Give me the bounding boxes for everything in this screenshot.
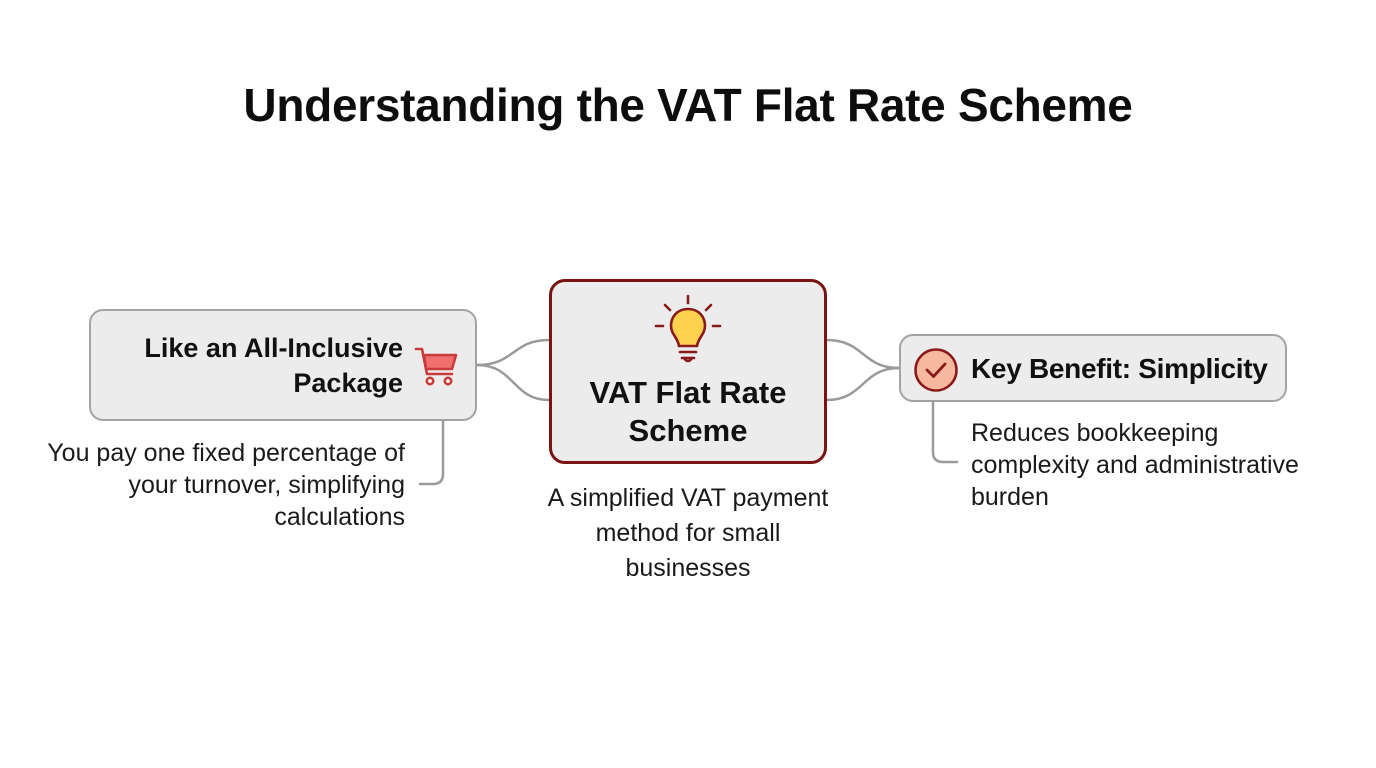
node-vat-flat-rate-scheme: VAT Flat Rate Scheme (549, 279, 827, 464)
connector-right-upper (825, 338, 901, 370)
node-center-description: A simplified VAT payment method for smal… (547, 484, 829, 582)
node-key-benefit-simplicity: Key Benefit: Simplicity (899, 334, 1287, 402)
node-right-label: Key Benefit: Simplicity (971, 353, 1268, 384)
connector-left-lower (475, 363, 551, 402)
connector-right-lower (825, 366, 901, 402)
connector-left-desc (418, 419, 445, 486)
node-left-label: Like an All-Inclusive Package (144, 333, 403, 398)
connector-right-desc (931, 400, 959, 464)
checkmark-circle-icon (913, 347, 959, 398)
node-left-description: You pay one fixed percentage of your tur… (47, 439, 405, 531)
shopping-cart-icon (413, 343, 461, 396)
lightbulb-icon (651, 294, 725, 373)
page-title: Understanding the VAT Flat Rate Scheme (243, 79, 1133, 131)
node-center-label: VAT Flat Rate Scheme (589, 375, 787, 448)
connector-left-upper (475, 338, 551, 367)
node-right-description: Reduces bookkeeping complexity and admin… (971, 419, 1299, 511)
node-all-inclusive-package: Like an All-Inclusive Package (89, 309, 477, 421)
